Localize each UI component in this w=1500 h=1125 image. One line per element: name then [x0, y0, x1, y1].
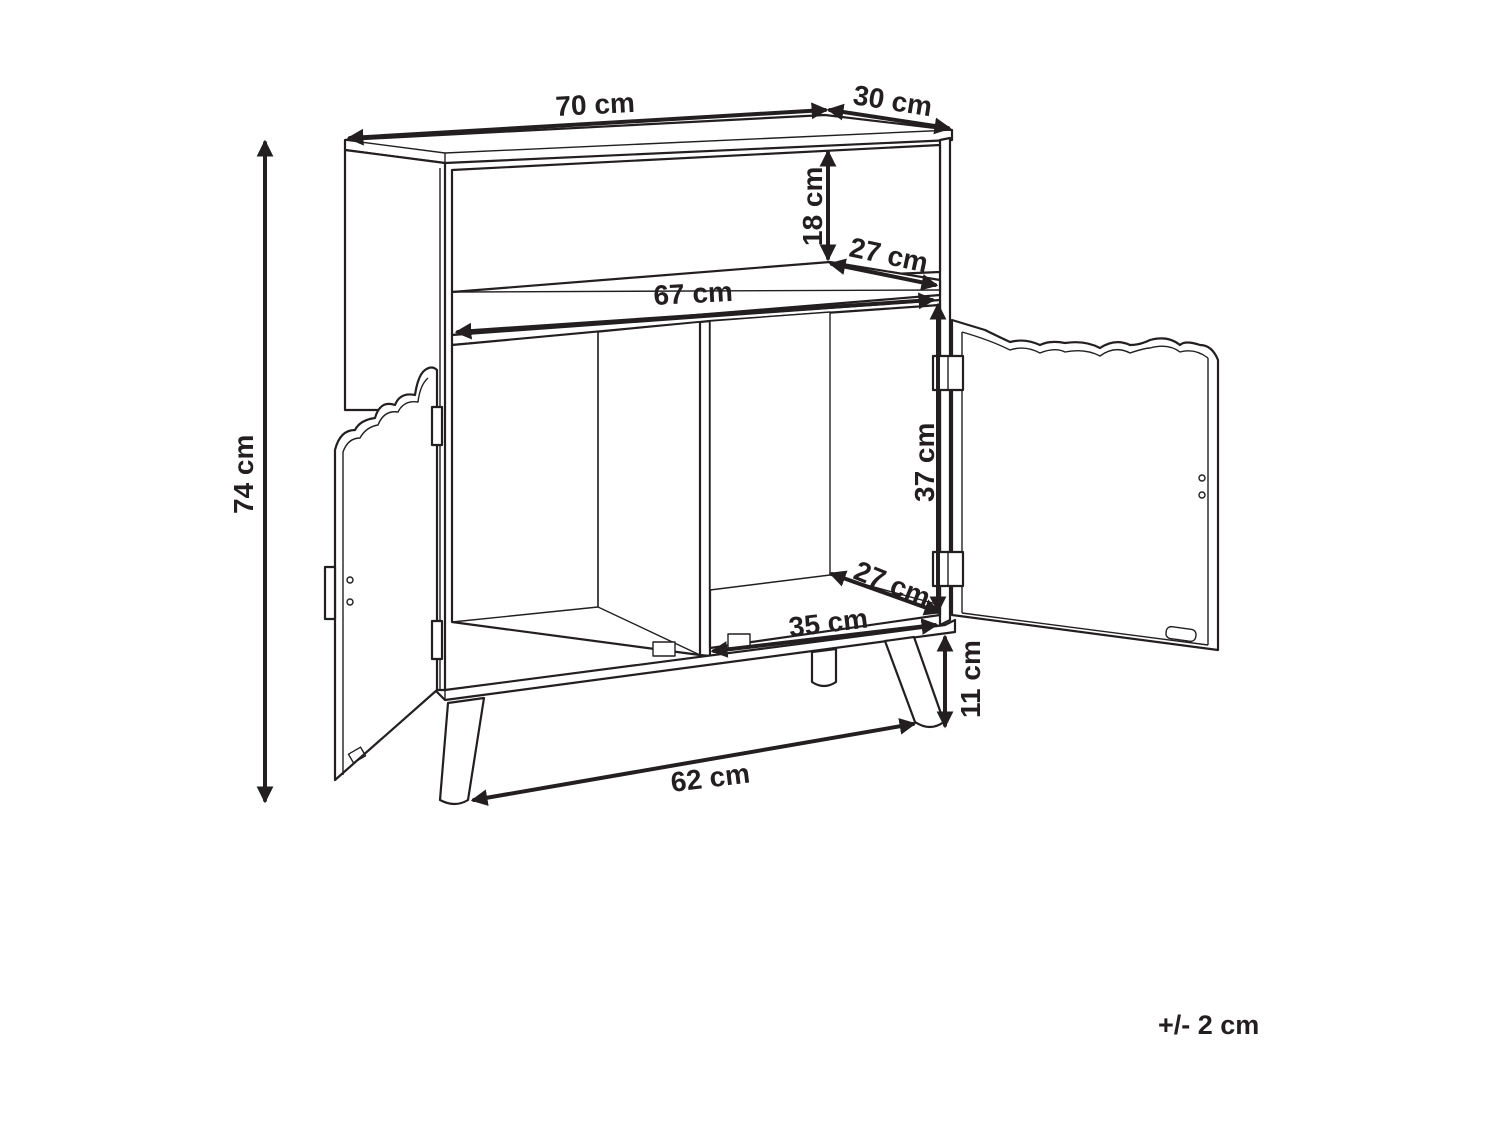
dim-line-leg-span: [470, 718, 917, 806]
label-leg-height: 11 cm: [955, 640, 986, 718]
label-shelf-height: 18 cm: [797, 167, 828, 246]
dim-line-top-width: [346, 102, 829, 146]
dim-line-compartment-depth: [828, 570, 942, 616]
dim-line-inner-width: [454, 292, 936, 340]
center-divider: [698, 319, 712, 658]
dim-line-shelf-depth: [828, 258, 939, 291]
right-door: [950, 318, 1220, 652]
dim-line-compartment-width: [710, 618, 939, 658]
left-door: [323, 366, 439, 782]
dimension-lines: [256, 102, 954, 806]
cabinet-drawing: [323, 113, 1220, 806]
label-total-height: 74 cm: [228, 435, 259, 514]
label-compartment-height: 37 cm: [909, 423, 940, 502]
label-top-width: 70 cm: [555, 87, 636, 122]
left-compartment: [450, 320, 702, 657]
left-door-hinges: [430, 405, 444, 661]
tolerance-note: +/- 2 cm: [1158, 1010, 1260, 1040]
dim-line-top-depth: [826, 103, 952, 135]
label-inner-width: 67 cm: [653, 276, 734, 311]
